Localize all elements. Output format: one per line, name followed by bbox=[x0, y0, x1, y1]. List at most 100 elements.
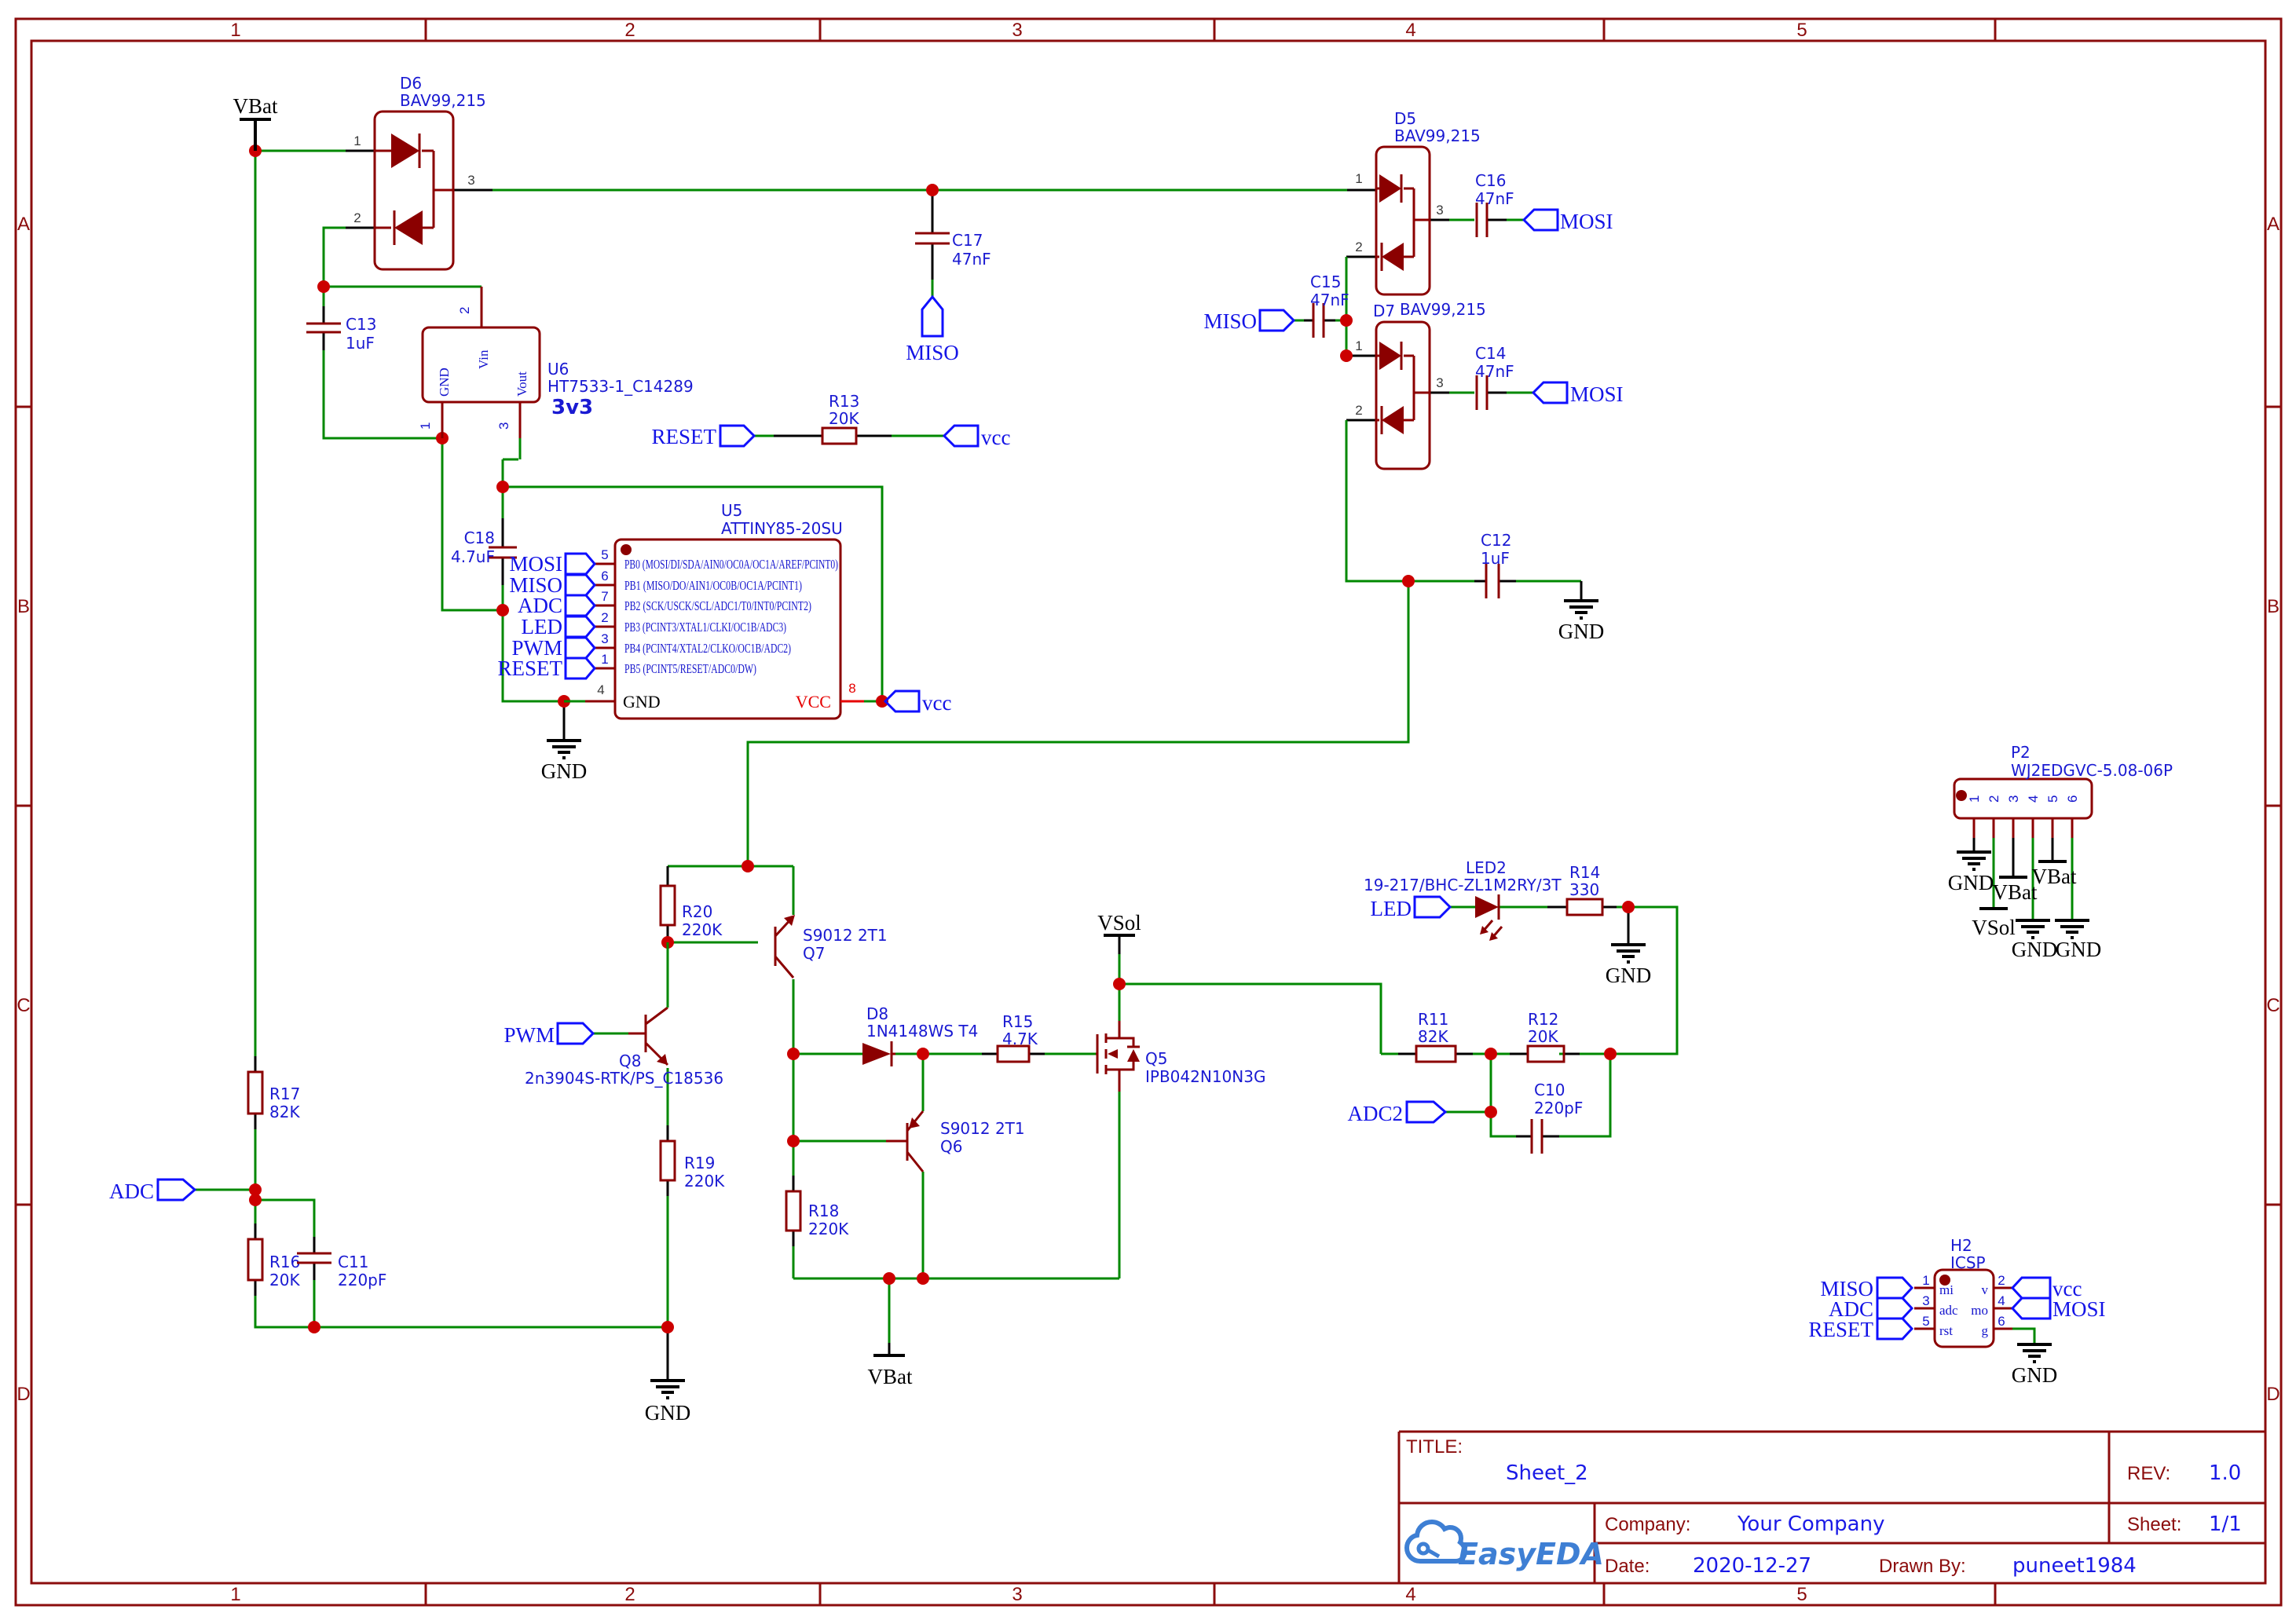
wire-segment[interactable] bbox=[1119, 982, 1610, 1055]
component-r19[interactable]: R19 220K bbox=[659, 1139, 725, 1191]
net-flag-reset[interactable]: RESET bbox=[1808, 1318, 1873, 1341]
component-d5[interactable]: D5 BAV99,215 1 2 3 bbox=[1355, 109, 1481, 296]
power-flag-gnd[interactable]: GND bbox=[1948, 850, 1994, 894]
rev-value[interactable]: 1.0 bbox=[2209, 1461, 2241, 1485]
component-r18[interactable]: R18 220K bbox=[785, 1190, 849, 1238]
wire-segment[interactable] bbox=[1610, 905, 1679, 1055]
net-flag-adc2[interactable]: ADC2 bbox=[1347, 1100, 1448, 1125]
component-u5[interactable]: U5 ATTINY85-20SU 5 6 7 2 3 1 PB0 (MOSI/D… bbox=[497, 501, 864, 720]
component-c15[interactable]: C15 47nF bbox=[1310, 272, 1349, 338]
wire-segment[interactable] bbox=[666, 941, 758, 1008]
power-flag-vbat[interactable]: VBat bbox=[2032, 860, 2077, 888]
drawn-by-value[interactable]: puneet1984 bbox=[2012, 1554, 2137, 1578]
svg-text:mo: mo bbox=[1971, 1303, 1988, 1318]
power-flag-vbat[interactable]: VBat bbox=[1993, 876, 2038, 904]
net-flag-mosi[interactable]: MOSI bbox=[2052, 1297, 2106, 1321]
wire-segment[interactable] bbox=[322, 226, 346, 287]
component-p2[interactable]: P2 WJ2EDGVC-5.08-06P 1 2 3 4 5 6 bbox=[1953, 743, 2173, 838]
component-c13[interactable]: C13 1uF bbox=[306, 315, 376, 353]
component-r12[interactable]: R12 20K bbox=[1526, 1010, 1565, 1063]
wire-segment[interactable] bbox=[792, 1054, 886, 1143]
net-flag-miso-c17[interactable]: MISO bbox=[906, 294, 959, 364]
component-c18[interactable]: C18 4.7uF bbox=[451, 529, 517, 566]
wire-segment[interactable] bbox=[503, 485, 884, 701]
component-u6[interactable]: GND Vin Vout 1 2 3 U6 HT7533-1_C14289 3v… bbox=[418, 287, 694, 438]
c16-ref-label: C16 bbox=[1475, 171, 1506, 190]
power-flag-vbat-top[interactable]: VBat bbox=[233, 94, 278, 151]
component-r15[interactable]: R15 4.7K bbox=[996, 1012, 1038, 1063]
component-led2[interactable]: LED2 19-217/BHC-ZL1M2RY/3T bbox=[1364, 858, 1562, 941]
net-flag-adc[interactable]: ADC bbox=[1829, 1297, 1873, 1321]
power-flag-gnd-r14[interactable]: GND bbox=[1606, 943, 1652, 987]
net-flag-vcc-u5[interactable]: vcc bbox=[883, 689, 951, 715]
component-c17[interactable]: C17 47nF bbox=[915, 231, 991, 269]
power-flag-vbat-bottom[interactable]: VBat bbox=[868, 1354, 913, 1388]
wire-segment[interactable] bbox=[254, 149, 346, 1056]
net-flag-miso[interactable]: MISO bbox=[509, 573, 562, 597]
component-c10[interactable]: C10 220pF bbox=[1530, 1081, 1583, 1154]
wire-segment[interactable] bbox=[1992, 838, 2074, 919]
u5-pin-number: 7 bbox=[601, 589, 608, 604]
component-r16[interactable]: R16 20K bbox=[247, 1238, 300, 1289]
u5-pin-number: 3 bbox=[601, 631, 608, 646]
net-flag-reset-r13[interactable]: RESET bbox=[651, 424, 756, 448]
component-c12[interactable]: C12 1uF bbox=[1481, 531, 1511, 598]
component-c14[interactable]: C14 47nF bbox=[1475, 344, 1514, 410]
net-flag-pwm-q8[interactable]: PWM bbox=[504, 1022, 595, 1047]
net-flag-vcc-r13[interactable]: vcc bbox=[942, 424, 1010, 449]
component-h2[interactable]: H2 ICSP 1 3 5 2 4 6 mi adc rst v mo g bbox=[1914, 1236, 2012, 1348]
component-c11[interactable]: C11 220pF bbox=[297, 1252, 386, 1289]
wire-segment[interactable] bbox=[195, 1129, 257, 1200]
sheet-value[interactable]: 1/1 bbox=[2209, 1512, 2242, 1536]
frame-row-label: B bbox=[17, 596, 30, 617]
net-flag-vcc[interactable]: vcc bbox=[2052, 1277, 2082, 1300]
power-flag-gnd-u5[interactable]: GND bbox=[541, 739, 588, 783]
power-flag-gnd-r19[interactable]: GND bbox=[645, 1379, 691, 1425]
component-q6[interactable]: S9012 2T1 Q6 bbox=[886, 1110, 1025, 1172]
power-flag-gnd[interactable]: GND bbox=[2055, 919, 2101, 961]
wire-segment[interactable] bbox=[792, 979, 923, 1055]
net-flag-adc-left[interactable]: ADC bbox=[109, 1178, 197, 1203]
u5-net-flags[interactable]: MOSI MISO ADC LED PWM RESET bbox=[497, 552, 596, 680]
wire-segment[interactable] bbox=[441, 438, 522, 612]
net-flag-mosi-c16[interactable]: MOSI bbox=[1522, 208, 1613, 233]
component-d7[interactable]: D7 BAV99,215 1 2 3 bbox=[1355, 300, 1486, 470]
power-flag-gnd-c12[interactable]: GND bbox=[1558, 599, 1605, 643]
component-d8[interactable]: D8 1N4148WS T4 bbox=[862, 1004, 978, 1066]
company-value[interactable]: Your Company bbox=[1737, 1512, 1884, 1536]
component-q5[interactable]: Q5 IPB042N10N3G bbox=[1096, 1021, 1265, 1092]
net-flag-pwm[interactable]: PWM bbox=[511, 636, 562, 660]
component-r14[interactable]: R14 330 bbox=[1565, 863, 1604, 916]
wire-segment[interactable] bbox=[1345, 420, 1408, 583]
component-q8[interactable]: Q8 2n3904S-RTK/PS_C18536 bbox=[525, 942, 723, 1088]
power-flag-vsol-q5[interactable]: VSol bbox=[1097, 911, 1141, 937]
component-r11[interactable]: R11 82K bbox=[1415, 1010, 1457, 1063]
component-c16[interactable]: C16 47nF bbox=[1475, 171, 1514, 237]
net-flag-reset[interactable]: RESET bbox=[497, 657, 562, 680]
sheet-title[interactable]: Sheet_2 bbox=[1506, 1461, 1588, 1485]
component-r20[interactable]: R20 220K bbox=[659, 884, 723, 939]
power-flag-gnd[interactable]: GND bbox=[2012, 1343, 2058, 1387]
h2-net-flags[interactable]: MISO ADC RESET vcc MOSI bbox=[1808, 1276, 2106, 1341]
wire-segment[interactable] bbox=[668, 865, 795, 915]
net-flag-mosi-c14[interactable]: MOSI bbox=[1531, 381, 1624, 406]
component-q7[interactable]: S9012 2T1 Q7 bbox=[774, 915, 888, 978]
net-flag-led[interactable]: LED bbox=[522, 615, 562, 638]
net-flag-led[interactable]: LED bbox=[1371, 895, 1452, 920]
wire-segment[interactable] bbox=[2012, 1327, 2036, 1343]
date-value[interactable]: 2020-12-27 bbox=[1693, 1554, 1811, 1578]
net-flag-miso-c15[interactable]: MISO bbox=[1203, 309, 1296, 333]
component-d6[interactable]: D6 BAV99,215 1 2 3 bbox=[353, 74, 486, 271]
net-flag-mosi[interactable]: MOSI bbox=[509, 552, 562, 576]
wire-segment[interactable] bbox=[1445, 1054, 1612, 1138]
power-flag-gnd[interactable]: GND bbox=[2012, 919, 2058, 961]
wires[interactable] bbox=[195, 149, 2074, 1381]
net-flag-adc[interactable]: ADC bbox=[518, 594, 562, 617]
component-r13[interactable]: R13 20K bbox=[821, 392, 859, 445]
component-r17[interactable]: R17 82K bbox=[247, 1070, 300, 1121]
wire-segment[interactable] bbox=[793, 1277, 1119, 1343]
wire-segment[interactable] bbox=[746, 581, 1410, 866]
net-flag-miso[interactable]: MISO bbox=[1820, 1277, 1873, 1300]
power-flag-vsol[interactable]: VSol bbox=[1972, 907, 2016, 939]
